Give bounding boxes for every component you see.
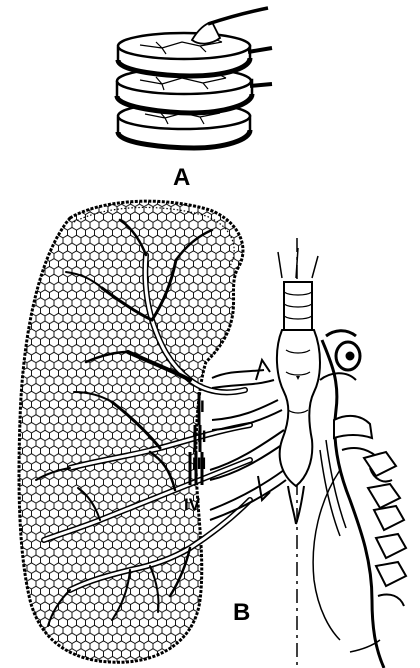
panel-label-a: A (173, 166, 190, 190)
slice-top (118, 8, 272, 76)
panel-label-b: B (233, 601, 250, 625)
stalk-label-i: I (200, 398, 205, 415)
stalk-label-iii: III (192, 455, 206, 472)
stalk-label-ii: II (197, 428, 206, 445)
hilar-vessels (210, 360, 286, 520)
panel-a-slice-stack (117, 8, 272, 148)
vertebral-column (313, 331, 406, 668)
stalk-label-iv: IV (184, 496, 200, 513)
